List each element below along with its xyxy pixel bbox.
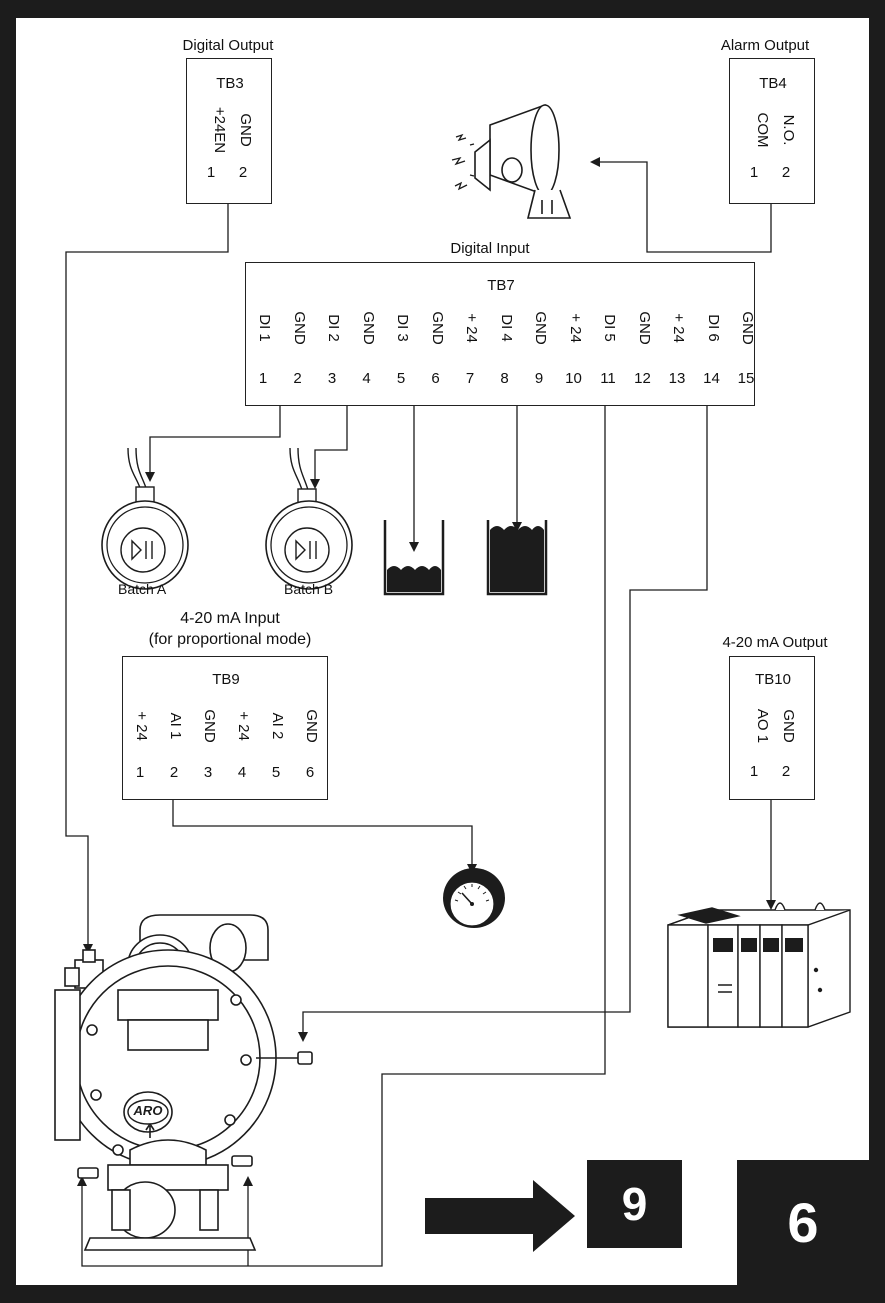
tb7-pin-number: 4 (362, 370, 371, 387)
tb7-pin-number: 9 (534, 370, 544, 387)
tb7-pin-label: GND (739, 311, 756, 345)
tb7-pin-number: 3 (327, 370, 337, 387)
tb9-pin-number: 3 (203, 764, 213, 781)
batch-a-label: Batch A (118, 581, 167, 597)
tb7-pin-number: 8 (500, 370, 509, 387)
tb9-pin-label: + 24 (133, 711, 150, 741)
tb9-pin-number: 1 (135, 764, 145, 781)
tb7-terminal-block: TB7 (245, 262, 755, 406)
tb7-pin-label: GND (290, 311, 308, 345)
next-page-arrow-icon[interactable] (425, 1180, 580, 1252)
wire-tb7-di5 (77, 397, 606, 1267)
tb10-pin-label: GND (780, 709, 797, 743)
tb7-pin-label: + 24 (566, 313, 584, 343)
plc-controller-icon (667, 902, 851, 1028)
current-page-number: 6 (737, 1160, 869, 1285)
next-page-button[interactable]: 9 (587, 1160, 682, 1248)
tb7-pin-label: DI 6 (704, 314, 722, 342)
wire-tb7-di6 (298, 397, 708, 1042)
tb3-pin-number: 2 (238, 164, 248, 181)
tb9-pin-number: 5 (271, 764, 281, 781)
tank-low-level-icon (383, 520, 445, 596)
tb9-pin-number: 6 (305, 764, 315, 781)
pump-logo-text: ARO (133, 1103, 163, 1118)
tb4-pin-label: COM (754, 112, 771, 148)
tb7-pin-number: 2 (293, 370, 302, 387)
tb3-pin-label: GND (237, 113, 254, 147)
tb3-section-title: Digital Output (182, 37, 274, 54)
tb7-name: TB7 (487, 277, 515, 294)
tb4-pin-label: N.O. (780, 114, 797, 146)
tb4-pin-number: 2 (781, 164, 791, 181)
tb10-pin-number: 1 (749, 763, 759, 780)
wire-tb9-gauge (172, 790, 477, 874)
tb9-pin-label: GND (201, 709, 218, 743)
wire-tb7-batch-b (310, 397, 348, 489)
tb9-pin-label: + 24 (235, 711, 252, 741)
tb10-pin-label: AO 1 (754, 708, 771, 744)
tb3-name: TB3 (216, 75, 244, 92)
tb7-pin-label: GND (635, 311, 653, 345)
tb9-name: TB9 (212, 671, 240, 688)
tb7-pin-number: 1 (258, 370, 268, 387)
tb9-pin-label: AI 2 (269, 712, 286, 740)
tb7-pin-label: DI 5 (601, 314, 618, 342)
tb3-pin-label: +24EN (211, 106, 228, 154)
tb4-terminal-block: TB4 (729, 58, 815, 204)
tb7-pin-label: GND (359, 311, 377, 345)
tb7-pin-label: + 24 (670, 313, 687, 343)
tb9-pin-number: 4 (237, 764, 247, 781)
tb7-pin-label: DI 4 (497, 314, 515, 342)
tb4-pin-number: 1 (749, 164, 759, 181)
tb7-pin-number: 10 (565, 370, 582, 387)
pressure-gauge-icon (443, 868, 505, 928)
tb9-section-subtitle: (for proportional mode) (148, 631, 312, 648)
wire-tb4-to-horn (590, 157, 772, 253)
tb7-pin-label: DI 3 (394, 314, 411, 342)
tb7-pin-number: 13 (668, 370, 686, 387)
wires (65, 157, 776, 1267)
tb9-terminal-block: TB9 (122, 656, 328, 800)
tb4-section-title: Alarm Output (720, 37, 810, 54)
tb7-pin-number: 12 (634, 370, 651, 387)
tb10-terminal-block: TB10 (729, 656, 815, 800)
wire-tb3-to-solenoid (65, 196, 229, 954)
tank-high-level-icon (486, 520, 548, 596)
tb7-pin-number: 14 (703, 370, 720, 387)
tb7-pin-number: 7 (465, 370, 475, 387)
batch-b-label: Batch B (284, 581, 334, 597)
tb9-section-title: 4-20 mA Input (180, 610, 280, 627)
tb7-pin-label: + 24 (463, 313, 480, 343)
tb7-pin-label: DI 2 (325, 314, 342, 342)
tb7-pin-label: GND (532, 311, 549, 345)
tb7-pin-label: DI 1 (256, 314, 273, 342)
tb9-pin-label: GND (303, 709, 320, 743)
tb10-name: TB10 (755, 671, 791, 688)
tb10-pin-number: 2 (781, 763, 791, 780)
tb7-pin-number: 15 (737, 370, 755, 387)
batch-a-button-icon (101, 447, 189, 590)
tb7-section-title: Digital Input (450, 240, 530, 257)
tb10-section-title: 4-20 mA Output (722, 634, 828, 651)
diaphragm-pump-icon (54, 914, 313, 1251)
tb3-pin-number: 1 (206, 164, 216, 181)
tb7-pin-number: 5 (396, 370, 406, 387)
wire-tb7-batch-a (145, 397, 281, 482)
alarm-horn-icon (451, 103, 572, 219)
batch-b-button-icon (265, 447, 353, 590)
tb3-terminal-block: TB3 (186, 58, 272, 204)
tb9-pin-number: 2 (169, 764, 179, 781)
tb4-name: TB4 (759, 75, 787, 92)
tb7-pin-label: GND (428, 311, 446, 345)
tb7-pin-number: 11 (600, 370, 616, 387)
tb7-pin-number: 6 (431, 370, 440, 387)
tb9-pin-label: AI 1 (167, 712, 184, 740)
